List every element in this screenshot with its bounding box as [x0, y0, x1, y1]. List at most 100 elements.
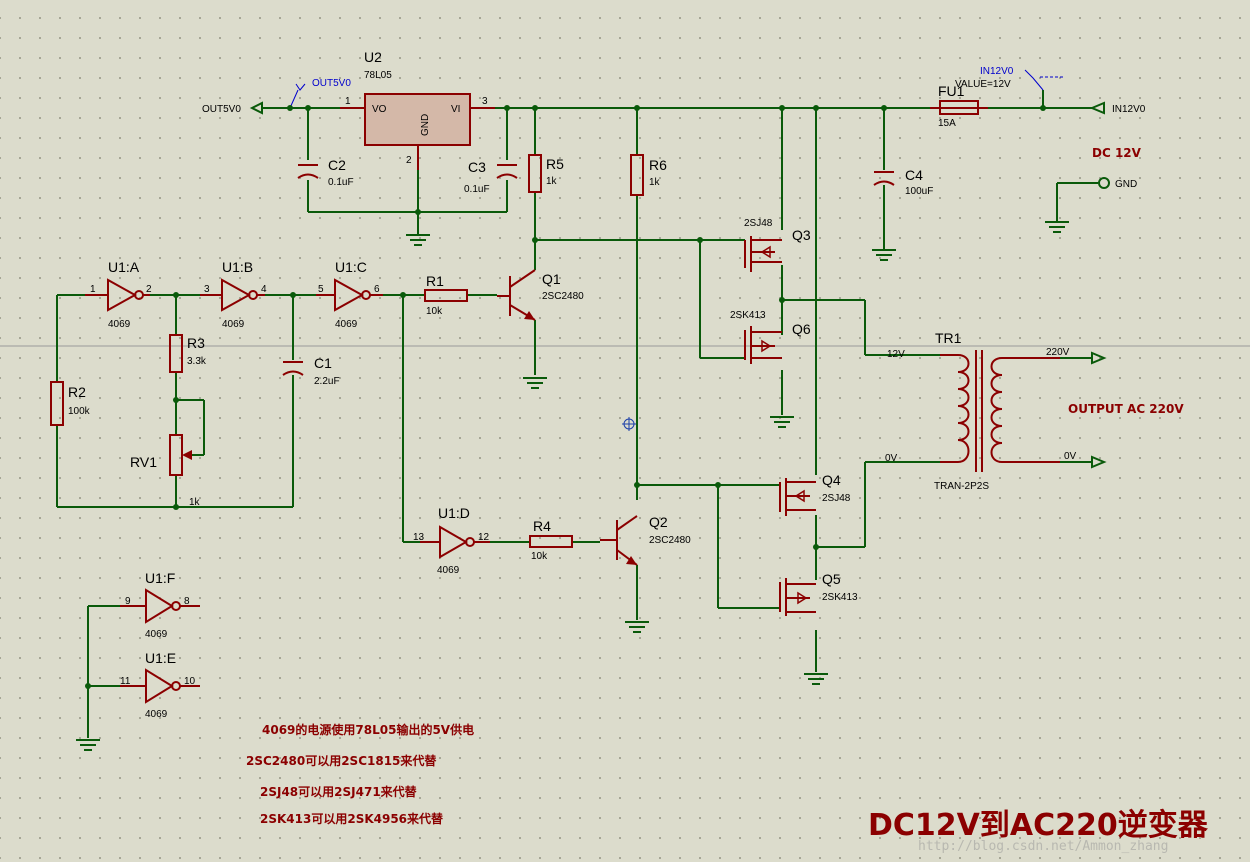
- svg-text:100uF: 100uF: [905, 186, 933, 197]
- dc-label: DC 12V: [1092, 146, 1142, 160]
- mosfet-q4: Q4 2SJ48: [779, 472, 851, 516]
- in12v0-terminal: IN12V0 IN12V0 VALUE=12V: [955, 66, 1146, 115]
- svg-text:1k: 1k: [649, 177, 661, 188]
- svg-text:U2: U2: [364, 49, 382, 65]
- svg-text:R1: R1: [426, 273, 444, 289]
- inverter-u1f: U1:F 4069 9 8: [120, 570, 200, 640]
- svg-text:2SC2480: 2SC2480: [542, 291, 584, 302]
- svg-text:10: 10: [184, 676, 196, 687]
- transistor-q1: Q1 2SC2480: [497, 269, 584, 321]
- driver-wires: [534, 108, 780, 620]
- capacitor-c2: C2 0.1uF: [297, 157, 354, 188]
- note-2sc2480: 2SC2480可以用2SC1815来代替: [246, 753, 437, 768]
- ground-symbol-regulator: [406, 234, 430, 246]
- svg-text:1: 1: [345, 96, 351, 107]
- resistor-r4: R4 10k: [529, 518, 573, 562]
- ground-symbol-q5: [804, 673, 828, 685]
- ground-symbol-q6: [770, 416, 794, 428]
- svg-text:10k: 10k: [531, 551, 548, 562]
- svg-text:IN12V0: IN12V0: [980, 66, 1014, 77]
- oscillator-wires: [56, 294, 600, 738]
- svg-text:0V: 0V: [1064, 451, 1077, 462]
- svg-text:0.1uF: 0.1uF: [464, 184, 490, 195]
- svg-text:11: 11: [120, 676, 131, 687]
- svg-text:C4: C4: [905, 167, 923, 183]
- svg-text:3: 3: [204, 284, 210, 295]
- out5v0-tag: OUT5V0: [312, 78, 351, 89]
- inverter-u1e: U1:E 4069 11 10: [120, 650, 200, 720]
- svg-text:220V: 220V: [1046, 347, 1070, 358]
- svg-text:2.2uF: 2.2uF: [314, 376, 340, 387]
- svg-text:2: 2: [146, 284, 152, 295]
- svg-text:2SC2480: 2SC2480: [649, 535, 691, 546]
- svg-text:R4: R4: [533, 518, 551, 534]
- svg-text:Q3: Q3: [792, 227, 811, 243]
- mosfet-q5: Q5 2SK413: [779, 571, 858, 616]
- mosfet-q3: Q3 2SJ48: [744, 218, 811, 272]
- svg-text:Q4: Q4: [822, 472, 841, 488]
- svg-text:R6: R6: [649, 157, 667, 173]
- gnd-terminal: GND: [1045, 177, 1137, 233]
- inverter-u1b: U1:B 4069 3 4: [200, 259, 267, 330]
- note-2sk413: 2SK413可以用2SK4956来代替: [260, 811, 444, 826]
- svg-text:3: 3: [482, 96, 488, 107]
- svg-text:13: 13: [413, 532, 425, 543]
- fuse-fu1: FU1 15A: [930, 83, 988, 129]
- svg-text:2SK413: 2SK413: [822, 592, 858, 603]
- svg-text:1k: 1k: [189, 497, 201, 508]
- transformer-tr1: TR1 TRAN-2P2S 12V 0V: [885, 330, 1060, 492]
- svg-text:2SK413: 2SK413: [730, 310, 766, 321]
- svg-text:0.1uF: 0.1uF: [328, 177, 354, 188]
- svg-text:4069: 4069: [335, 319, 358, 330]
- power-wires: [270, 90, 1098, 250]
- out5v0-label: OUT5V0: [202, 104, 241, 115]
- svg-text:2: 2: [406, 155, 412, 166]
- page-title: DC12V到AC220逆变器: [868, 808, 1209, 843]
- svg-text:0V: 0V: [885, 453, 898, 464]
- svg-text:TR1: TR1: [935, 330, 962, 346]
- svg-text:5: 5: [318, 284, 324, 295]
- svg-text:R5: R5: [546, 156, 564, 172]
- ground-symbol-unused: [76, 739, 100, 751]
- inverter-u1a: U1:A 4069 1 2: [85, 259, 152, 330]
- inverter-u1c: U1:C 4069 5 6: [316, 259, 383, 330]
- svg-text:Q6: Q6: [792, 321, 811, 337]
- junction-dots: [85, 105, 1046, 689]
- svg-text:U1:E: U1:E: [145, 650, 176, 666]
- capacitor-c4: C4 100uF: [873, 167, 933, 197]
- output-terminals: 220V 0V: [1046, 347, 1107, 469]
- svg-text:2SJ48: 2SJ48: [744, 218, 773, 229]
- svg-text:9: 9: [125, 596, 131, 607]
- svg-text:10k: 10k: [426, 306, 443, 317]
- svg-text:12: 12: [478, 532, 490, 543]
- svg-text:78L05: 78L05: [364, 70, 392, 81]
- svg-text:U1:A: U1:A: [108, 259, 140, 275]
- svg-text:U1:B: U1:B: [222, 259, 253, 275]
- svg-text:FU1: FU1: [938, 83, 965, 99]
- resistor-r2: R2 100k: [50, 381, 91, 426]
- svg-text:8: 8: [184, 596, 190, 607]
- svg-text:R2: R2: [68, 384, 86, 400]
- svg-text:4069: 4069: [145, 629, 168, 640]
- in12v0-label: IN12V0: [1112, 104, 1146, 115]
- svg-text:12V: 12V: [887, 349, 905, 360]
- svg-text:1: 1: [90, 284, 96, 295]
- mosfet-q6: Q6 2SK413: [730, 310, 811, 364]
- svg-text:4069: 4069: [222, 319, 245, 330]
- resistor-r3: R3 3.3k: [169, 334, 207, 373]
- resistor-r6: R6 1k: [630, 154, 667, 196]
- capacitor-c1: C1 2.2uF: [282, 355, 340, 387]
- svg-text:Q1: Q1: [542, 271, 561, 287]
- svg-text:U1:D: U1:D: [438, 505, 470, 521]
- svg-text:VI: VI: [451, 104, 460, 115]
- note-2sj48: 2SJ48可以用2SJ471来代替: [260, 784, 418, 799]
- svg-text:4: 4: [261, 284, 267, 295]
- regulator-u2: U2 78L05 VO VI GND 1 3 2: [340, 49, 495, 170]
- svg-text:VO: VO: [372, 104, 387, 115]
- watermark: http://blog.csdn.net/Ammon_zhang: [918, 839, 1168, 854]
- svg-text:TRAN-2P2S: TRAN-2P2S: [934, 481, 989, 492]
- transistor-q2: Q2 2SC2480: [600, 514, 691, 566]
- ground-symbol-q2: [625, 621, 649, 633]
- cursor-marker: [622, 417, 636, 431]
